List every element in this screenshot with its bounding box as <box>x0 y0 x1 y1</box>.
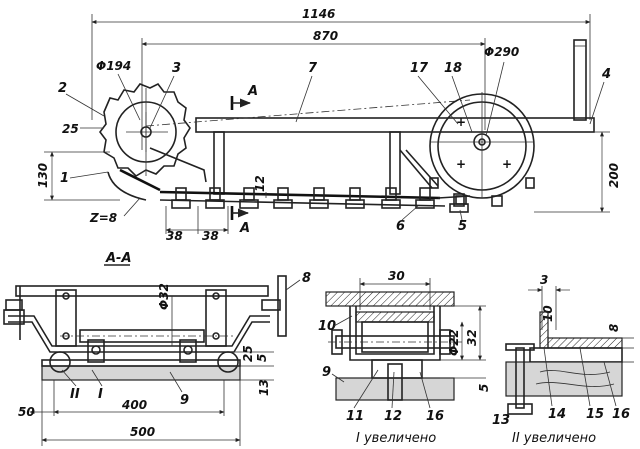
dim-plate-12: 12 <box>253 175 267 192</box>
part-label-13: 13 <box>492 413 510 428</box>
track-links <box>171 187 469 213</box>
part-label-5: 5 <box>458 219 467 234</box>
dim-w-500: 500 <box>130 425 155 439</box>
dim-teeth: Z=8 <box>89 211 117 225</box>
rear-wheel: + + + <box>429 92 535 207</box>
detail-ii-view: 3 10 8 13 14 15 16 II увеличено <box>492 273 634 446</box>
track-plank <box>41 365 241 381</box>
roman-label-1: I <box>98 387 103 402</box>
dim-v-25: 25 <box>241 345 255 362</box>
part-label-10: 10 <box>318 319 336 334</box>
part-label-4: 4 <box>601 67 611 82</box>
section-mark-a-top: A <box>247 84 258 99</box>
detail-plank <box>335 377 455 401</box>
dim-shaft-dia: Φ32 <box>157 283 171 310</box>
part-label-8: 8 <box>302 271 311 286</box>
part-label-6: 6 <box>396 219 405 234</box>
part-label-3: 3 <box>172 61 181 76</box>
svg-text:+: + <box>502 157 512 171</box>
track-chain <box>107 147 471 207</box>
svg-text:+: + <box>456 157 466 171</box>
svg-text:+: + <box>456 115 466 129</box>
dim-offset-25: 25 <box>62 122 79 136</box>
frame-beam <box>195 117 595 133</box>
part-label-16b: 16 <box>612 407 630 422</box>
part-label-9a: 9 <box>180 393 189 408</box>
dim-sprocket-dia: Φ194 <box>96 59 131 73</box>
part-label-11: 11 <box>346 409 364 424</box>
dim-detail-32: 32 <box>465 329 479 346</box>
part-label-16a: 16 <box>426 409 444 424</box>
dim-detail-d22: Φ22 <box>447 329 461 356</box>
dim-detail-8: 8 <box>607 324 621 332</box>
dim-w-50: 50 <box>18 405 35 419</box>
dim-wheel-dia: Φ290 <box>484 45 519 59</box>
part-label-18: 18 <box>444 61 462 76</box>
section-mark-a-bottom: A <box>239 221 250 236</box>
part-label-17: 17 <box>410 61 429 76</box>
part-label-7: 7 <box>308 61 318 76</box>
dim-height-130: 130 <box>36 163 50 188</box>
section-a-a-view: A-A 8 Φ32 <box>3 251 311 446</box>
dim-pitch-b: 38 <box>202 229 219 243</box>
part-label-1: 1 <box>60 171 69 186</box>
dim-w-400: 400 <box>121 398 147 412</box>
detail-ii-plank <box>505 361 623 397</box>
dim-detail-30: 30 <box>388 269 405 283</box>
section-title-aa: A-A <box>105 251 132 266</box>
part-label-15: 15 <box>586 407 604 422</box>
part-label-12: 12 <box>384 409 402 424</box>
dim-detail-5: 5 <box>477 384 491 392</box>
caption-detail-ii: II увеличено <box>512 431 596 446</box>
dim-v-13: 13 <box>257 379 271 396</box>
dim-pitch-a: 38 <box>166 229 183 243</box>
part-label-2: 2 <box>58 81 67 96</box>
dim-total-length: 1146 <box>302 7 335 21</box>
dim-frame-length: 870 <box>313 29 338 43</box>
detail-i-view: 30 10 9 Φ22 32 5 11 12 16 <box>318 269 491 446</box>
caption-detail-i: I увеличено <box>356 431 436 446</box>
dim-v-5a: 5 <box>255 354 269 362</box>
front-sprocket <box>99 82 191 178</box>
roman-label-2: II <box>70 387 80 402</box>
part-label-9b: 9 <box>322 365 331 380</box>
dim-detail-3: 3 <box>540 273 548 287</box>
part-label-14: 14 <box>548 407 566 422</box>
side-view: 1146 870 Φ194 3 2 25 1 130 Z=8 <box>36 7 621 243</box>
dim-height-200: 200 <box>607 163 621 188</box>
